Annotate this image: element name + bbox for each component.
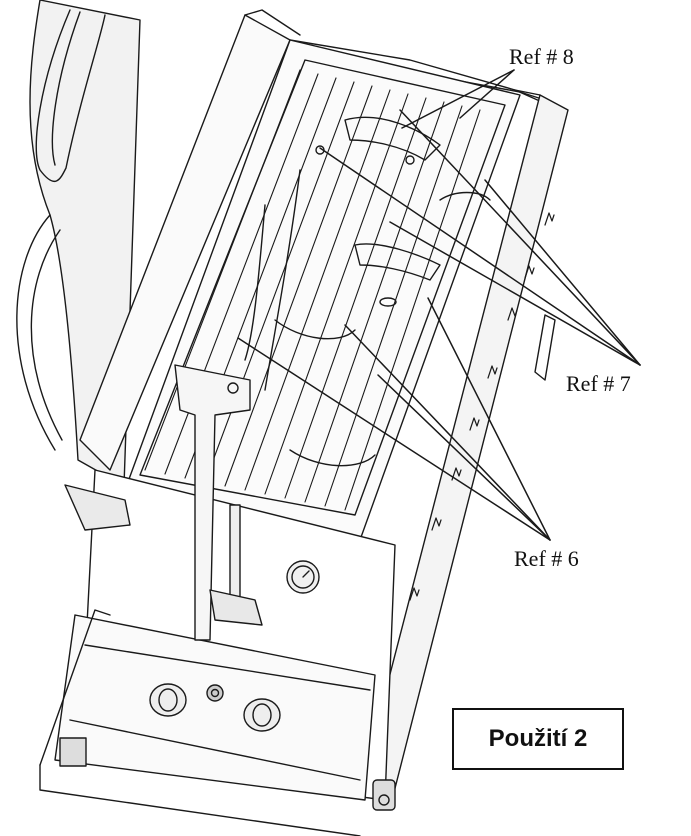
usage-label-box: Použití 2 bbox=[452, 708, 624, 770]
callout-ref-7: Ref # 7 bbox=[566, 371, 631, 396]
burner-tubes bbox=[244, 116, 491, 467]
side-flame-marks bbox=[409, 212, 555, 601]
leader-lines-ref7 bbox=[319, 109, 641, 366]
caster-wheel bbox=[372, 779, 396, 811]
usage-label: Použití 2 bbox=[488, 725, 588, 752]
callout-ref-6: Ref # 6 bbox=[514, 546, 579, 571]
control-panel bbox=[39, 469, 396, 836]
control-knobs bbox=[149, 683, 281, 732]
leader-lines-ref6 bbox=[237, 297, 551, 541]
back-panel bbox=[79, 9, 561, 471]
leader-lines-ref8 bbox=[401, 69, 515, 129]
thermometer bbox=[286, 560, 320, 594]
rotisserie-bracket bbox=[64, 364, 263, 641]
callout-ref-8: Ref # 8 bbox=[509, 44, 574, 69]
